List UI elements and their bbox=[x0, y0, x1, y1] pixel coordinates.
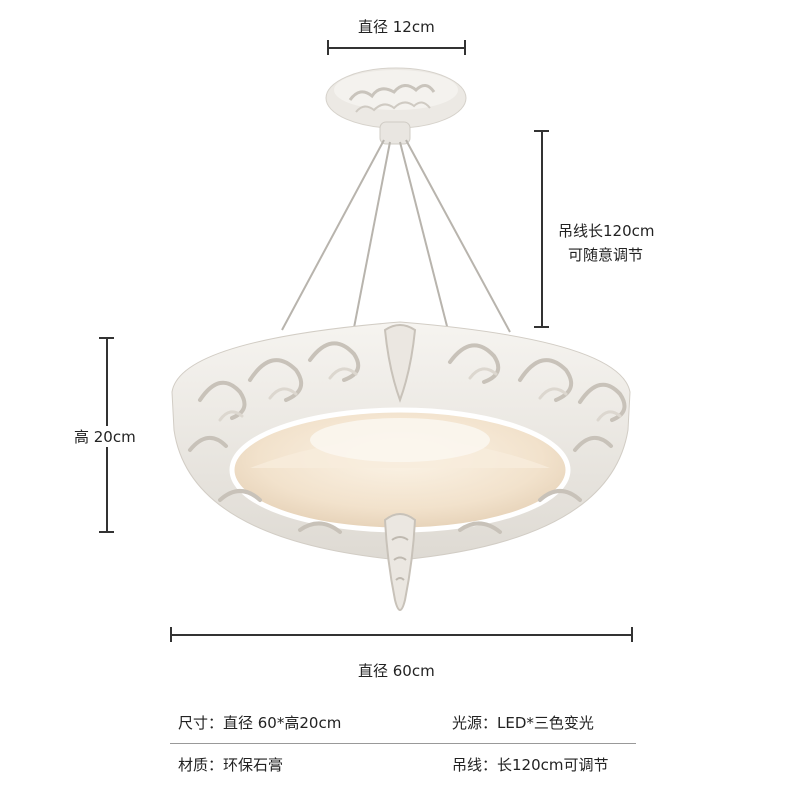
spec-light-source: 光源：LED*三色变光 bbox=[452, 714, 594, 732]
height-tick-top bbox=[99, 337, 114, 339]
spec-material: 材质：环保石膏 bbox=[178, 756, 284, 774]
plaster-ring bbox=[171, 321, 631, 561]
spec-size: 尺寸：直径 60*高20cm bbox=[178, 714, 342, 732]
height-label: 高 20cm bbox=[72, 426, 138, 447]
bottom-diameter-tick-right bbox=[631, 627, 633, 642]
spec-cable: 吊线：长120cm可调节 bbox=[452, 756, 609, 774]
bottom-diameter-label: 直径 60cm bbox=[358, 662, 435, 680]
cable-length-tick-top bbox=[534, 130, 549, 132]
cable-length-label: 吊线长120cm bbox=[558, 222, 655, 240]
cable-length-tick-bottom bbox=[534, 326, 549, 328]
top-diameter-tick-left bbox=[327, 40, 329, 55]
bottom-finial bbox=[383, 513, 417, 611]
height-tick-bottom bbox=[99, 531, 114, 533]
ceiling-canopy bbox=[325, 67, 467, 145]
bottom-diameter-line bbox=[170, 634, 632, 636]
suspension-cables bbox=[281, 139, 511, 339]
top-diameter-line bbox=[327, 47, 465, 49]
top-diameter-label: 直径 12cm bbox=[358, 18, 435, 36]
top-diameter-tick-right bbox=[464, 40, 466, 55]
cable-length-line bbox=[541, 130, 543, 327]
bottom-diameter-tick-left bbox=[170, 627, 172, 642]
cable-adjust-label: 可随意调节 bbox=[568, 246, 644, 264]
spec-divider bbox=[170, 743, 636, 744]
